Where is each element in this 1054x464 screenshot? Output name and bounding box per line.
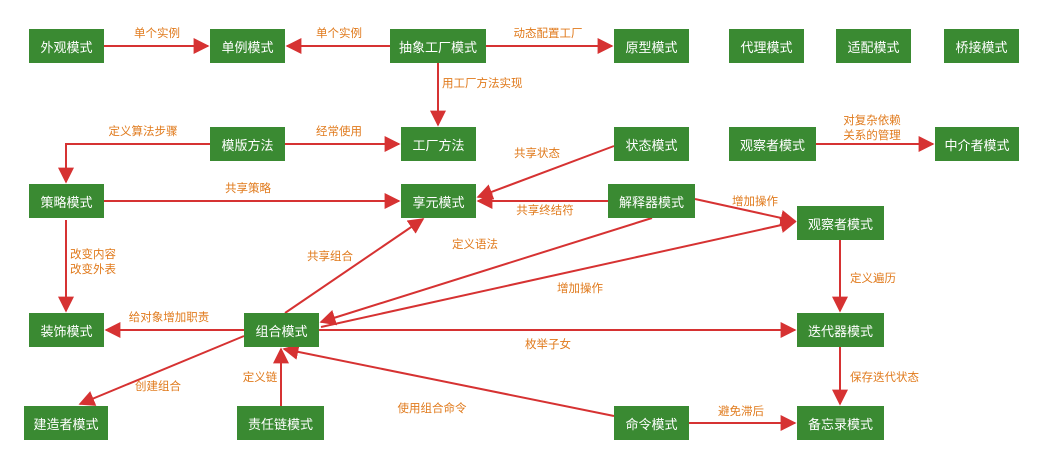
node-visitor: 观察者模式: [797, 206, 884, 240]
node-decorator: 装饰模式: [29, 313, 104, 347]
edge-label-state-flyweight: 共享状态: [514, 146, 560, 160]
edge-interpreter-composite: [319, 217, 653, 326]
edge-label-abstract-factory: 用工厂方法实现: [442, 76, 523, 90]
edge-label-chain-composite: 定义链: [243, 370, 278, 384]
node-command: 命令模式: [614, 406, 689, 440]
edge-label-command-composite: 使用组合命令: [398, 401, 467, 415]
edge-label-composite-iterator: 枚举子女: [525, 337, 571, 351]
edge-label-interpreter-composite: 定义语法: [452, 237, 498, 251]
node-prototype: 原型模式: [614, 29, 689, 63]
edge-label-template-strategy: 定义算法步骤: [109, 124, 178, 138]
edge-label-abstract-prototype: 动态配置工厂: [514, 26, 583, 40]
node-strategy: 策略模式: [29, 184, 104, 218]
edge-label-interpreter-flyweight: 共享终结符: [516, 203, 574, 217]
edge-layer: [58, 38, 935, 431]
node-mediator: 中介者模式: [935, 127, 1019, 161]
node-factory-method: 工厂方法: [401, 127, 476, 161]
edge-template-strategy: [58, 143, 210, 184]
edge-label-composite-flyweight: 共享组合: [307, 249, 353, 263]
edge-label-facade-singleton: 单个实例: [134, 26, 180, 40]
node-builder: 建造者模式: [24, 406, 108, 440]
node-observer-top: 观察者模式: [729, 127, 816, 161]
node-memento: 备忘录模式: [797, 406, 884, 440]
edge-command-composite: [282, 344, 615, 417]
node-adapter: 适配模式: [836, 29, 911, 63]
edge-label-template-factory: 经常使用: [316, 124, 362, 138]
edge-composite-builder: [78, 335, 245, 406]
edge-state-flyweight: [476, 145, 615, 200]
node-iterator: 迭代器模式: [797, 313, 884, 347]
edge-label-iterator-memento: 保存迭代状态: [850, 370, 919, 384]
edge-label-strategy-flyweight: 共享策略: [225, 181, 271, 195]
node-state: 状态模式: [614, 127, 689, 161]
edge-label-composite-visitor: 增加操作: [557, 281, 603, 295]
node-flyweight: 享元模式: [401, 184, 476, 218]
node-bridge: 桥接模式: [944, 29, 1019, 63]
node-proxy: 代理模式: [729, 29, 804, 63]
edge-label-composite-builder: 创建组合: [135, 379, 181, 393]
node-facade: 外观模式: [29, 29, 104, 63]
node-composite: 组合模式: [244, 313, 319, 347]
edge-composite-flyweight: [284, 218, 425, 314]
node-chain: 责任链模式: [237, 406, 324, 440]
edge-label-composite-decorator: 给对象增加职责: [129, 310, 210, 324]
node-singleton: 单例模式: [210, 29, 285, 63]
edge-composite-visitor: [320, 217, 797, 328]
edge-label-strategy-decorator: 改变内容改变外表: [70, 247, 116, 276]
edge-label-abstract-singleton: 单个实例: [316, 26, 362, 40]
node-abstract-factory: 抽象工厂模式: [390, 29, 486, 63]
edge-label-visitor-iterator: 定义遍历: [850, 271, 896, 285]
edge-label-observer-mediator: 对复杂依赖关系的管理: [843, 113, 901, 142]
node-template: 模版方法: [210, 127, 285, 161]
edge-label-interpreter-visitor: 增加操作: [732, 194, 778, 208]
edge-label-command-memento: 避免滞后: [718, 404, 764, 418]
node-interpreter: 解释器模式: [608, 184, 695, 218]
edge-interpreter-visitor: [694, 198, 797, 226]
